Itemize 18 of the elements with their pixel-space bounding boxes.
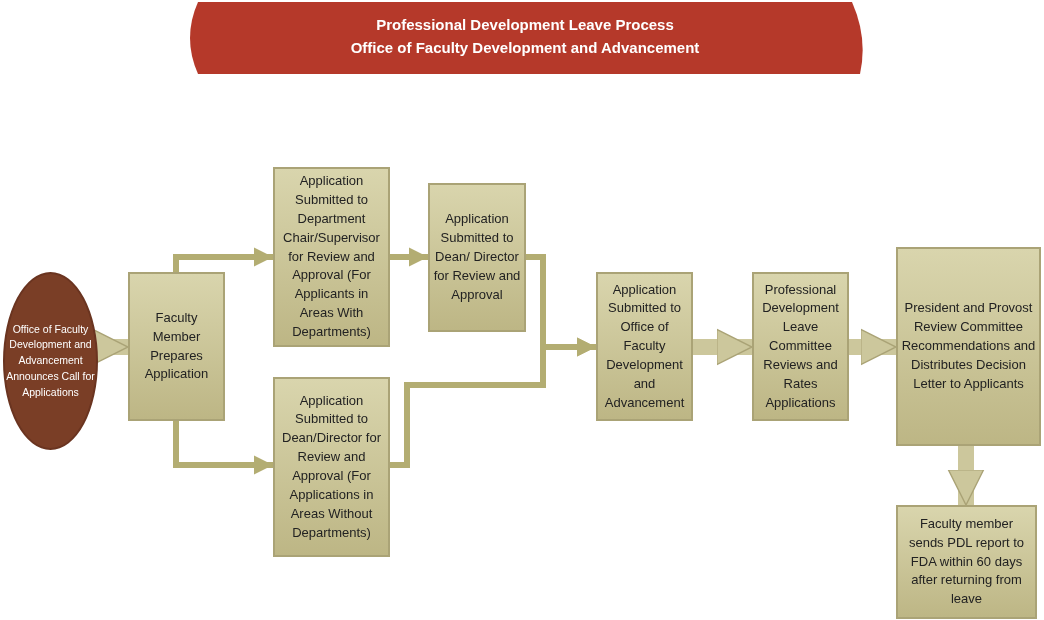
arrow: [390, 247, 428, 267]
process-box: Application Submitted to Office of Faculty Development and Advancement: [596, 272, 693, 421]
subtitle: Office of Faculty Development and Advancement: [350, 37, 700, 58]
block-arrow: [693, 328, 753, 366]
arrow: [173, 421, 273, 475]
block-arrow: [849, 328, 897, 366]
arrow: [390, 337, 596, 468]
arrow: [173, 247, 273, 272]
process-box: Professional Development Leave Committee Reviews and Rates Applications: [752, 272, 849, 421]
start-oval: Office of Faculty Development and Advancement Announces Call for Applications: [3, 272, 98, 450]
process-box: Application Submitted to Dean/Director for Review and Approval (For Applications in Areas Without Departments): [273, 377, 390, 557]
process-box: Application Submitted to Dean/ Director for Review and Approval: [428, 183, 526, 332]
process-box: President and Provost Review Committee Recommendations and Distributes Decision Letter to Applicants: [896, 247, 1041, 446]
block-arrow: [947, 446, 985, 506]
process-box: Faculty Member Prepares Application: [128, 272, 225, 421]
process-box: Application Submitted to Department Chair/Supervisor for Review and Approval (For Applicants in Areas With Departments): [273, 167, 390, 347]
title: Professional Development Leave Process: [376, 15, 674, 35]
process-box: Faculty member sends PDL report to FDA within 60 days after returning from leave: [896, 505, 1037, 619]
